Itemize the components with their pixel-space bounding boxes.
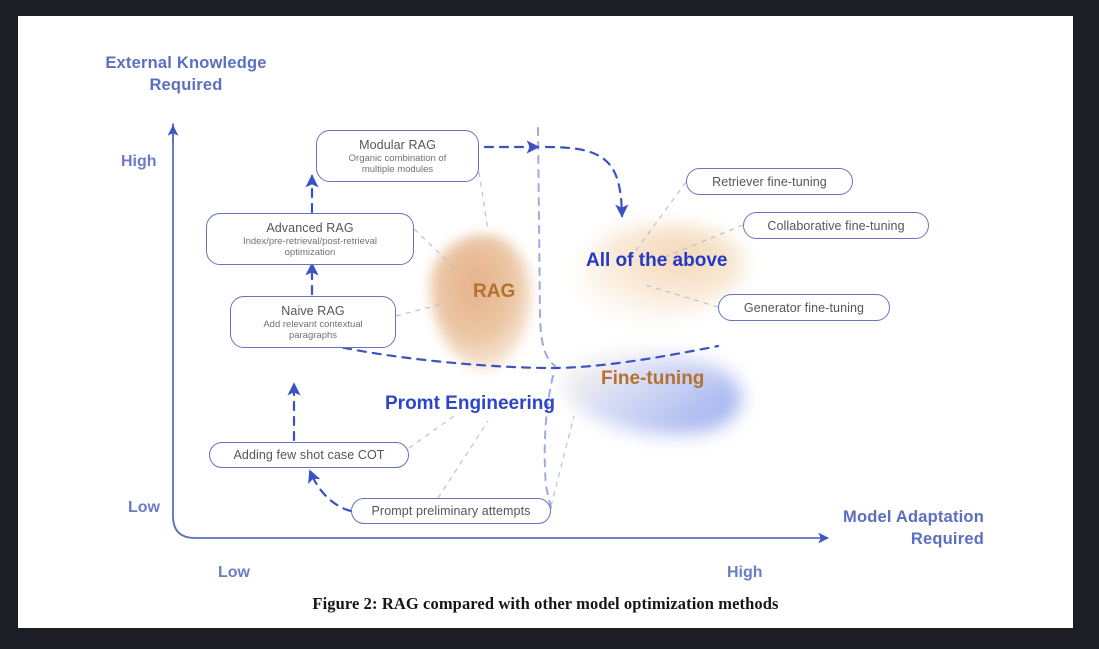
- node-generator-fine-tuning: Generator fine-tuning: [718, 294, 890, 321]
- x-axis-title: Model Adaptation Required: [843, 508, 984, 548]
- flow-prompt-to-cot: [308, 469, 353, 513]
- region-label-rag: RAG: [473, 281, 516, 302]
- boundary-right-curve: [550, 344, 720, 370]
- y-axis-title: External Knowledge Required: [105, 54, 267, 94]
- region-label-fine-tuning: Fine-tuning: [601, 368, 705, 389]
- quadrant-dividers: [537, 127, 556, 509]
- x-axis-tick-low: Low: [218, 564, 250, 581]
- leader-prompt-right: [550, 415, 575, 507]
- node-title: Naive RAG: [281, 303, 345, 318]
- node-title: Generator fine-tuning: [743, 300, 865, 315]
- region-label-all-of-the-above: All of the above: [586, 250, 728, 271]
- node-subtitle: Organic combination of multiple modules: [348, 152, 447, 175]
- node-title: Modular RAG: [359, 137, 436, 152]
- node-prompt-preliminary-attempts: Prompt preliminary attempts: [351, 498, 551, 524]
- node-title: Adding few shot case COT: [233, 448, 385, 462]
- y-axis-tick-low: Low: [128, 499, 160, 516]
- leader-lines: [395, 171, 744, 507]
- leader-naive-rag: [395, 303, 443, 317]
- blob-fine-tuning: [562, 355, 742, 435]
- leader-retriever: [631, 181, 687, 257]
- document-page: External Knowledge Required Model Adapta…: [18, 16, 1073, 628]
- node-retriever-fine-tuning: Retriever fine-tuning: [686, 168, 853, 195]
- node-subtitle: Add relevant contextual paragraphs: [263, 318, 363, 341]
- node-title: Advanced RAG: [266, 220, 354, 235]
- figure-caption: Figure 2: RAG compared with other model …: [312, 594, 779, 613]
- leader-cot: [408, 415, 455, 449]
- figure-canvas: External Knowledge Required Model Adapta…: [18, 16, 1073, 628]
- node-adding-few-shot-case-cot: Adding few shot case COT: [209, 442, 409, 468]
- y-axis-tick-high: High: [121, 153, 157, 170]
- region-label-prompt-engineering: Promt Engineering: [385, 393, 555, 414]
- node-advanced-rag: Advanced RAG Index/pre-retrieval/post-re…: [206, 213, 414, 265]
- flow-curve-to-allabove: [544, 145, 629, 218]
- leader-modular-rag: [478, 171, 489, 232]
- node-naive-rag: Naive RAG Add relevant contextual paragr…: [230, 296, 396, 348]
- node-title: Retriever fine-tuning: [712, 174, 827, 189]
- leader-prompt: [437, 420, 489, 499]
- divider-vertical-upper: [537, 127, 556, 367]
- y-axis-line: [172, 123, 196, 539]
- leader-advanced-rag: [413, 228, 459, 272]
- x-axis-tick-high: High: [727, 564, 763, 581]
- node-title: Collaborative fine-tuning: [767, 218, 905, 233]
- node-subtitle: Index/pre-retrieval/post-retrieval optim…: [242, 235, 378, 258]
- node-title: Prompt preliminary attempts: [371, 504, 531, 518]
- node-modular-rag: Modular RAG Organic combination of multi…: [316, 130, 479, 182]
- node-collaborative-fine-tuning: Collaborative fine-tuning: [743, 212, 929, 239]
- leader-generator: [641, 283, 719, 308]
